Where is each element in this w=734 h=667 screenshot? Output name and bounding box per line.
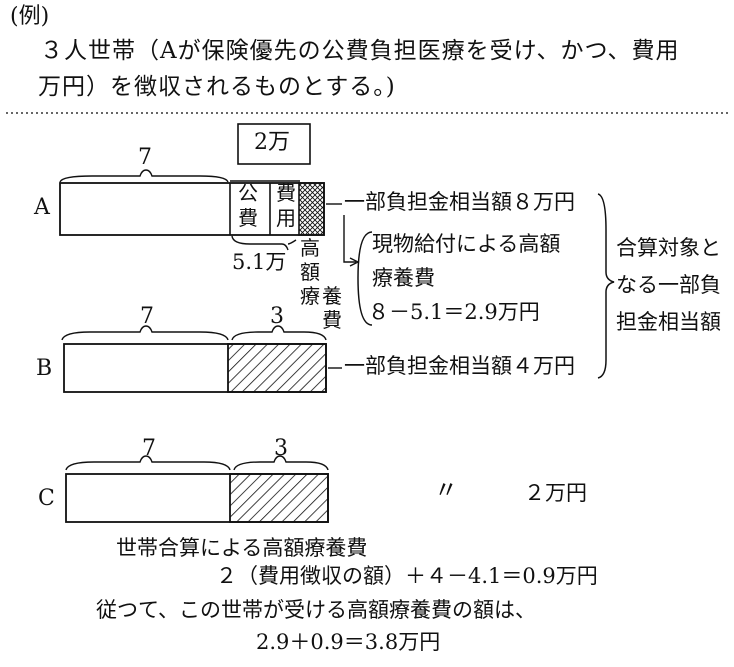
row-a-label: A xyxy=(34,195,50,220)
bracket-line-1: 現物給付による高額 xyxy=(372,232,561,256)
koga-char-3: 療 xyxy=(300,284,320,308)
side-label-2: なる一部負 xyxy=(616,273,721,297)
row-a-seven: 7 xyxy=(138,145,152,170)
box-2man xyxy=(237,123,311,165)
row-a-amount: 一部負担金相当額８万円 xyxy=(344,190,575,214)
footer-line-3: 従つて、この世帯が受ける高額療養費の額は、 xyxy=(96,598,536,622)
row-c-amount: ２万円 xyxy=(524,481,587,505)
side-label-3: 担金相当額 xyxy=(616,310,721,334)
side-label-1: 合算対象と xyxy=(616,236,721,260)
paren-left xyxy=(357,231,373,326)
leader-a-bend xyxy=(343,215,356,263)
footer-line-4: 2.9＋0.9＝3.8万円 xyxy=(256,630,441,654)
row-c-three: 3 xyxy=(274,436,288,461)
koga-char-4: 養 xyxy=(322,284,342,308)
brace-c-right xyxy=(233,455,329,471)
box-2man-text: 2万 xyxy=(254,130,290,155)
intro-line-2: 万円）を徴収されるものとする。) xyxy=(38,74,396,100)
hatched-segment-b xyxy=(227,343,327,393)
example-label: (例) xyxy=(10,4,50,29)
brace-a-top xyxy=(59,169,229,183)
dim-51man: 5.1万 xyxy=(232,250,287,274)
intro-line-1: ３人世帯（Aが保険優先の公費負担医療を受け、かつ、費用 xyxy=(40,38,680,64)
footer-line-2: ２（費用徴収の額）＋４－4.1＝0.9万円 xyxy=(216,564,598,588)
koga-char-1: 高 xyxy=(300,236,320,260)
seg-hi-top: 費 xyxy=(276,181,296,205)
row-b-amount: 一部負担金相当額４万円 xyxy=(344,354,575,378)
crosshatch-segment xyxy=(298,182,325,236)
row-b-label: B xyxy=(36,356,53,381)
side-brace xyxy=(597,193,615,379)
bracket-line-3: ８－5.1＝2.9万円 xyxy=(368,300,540,324)
row-c-label: C xyxy=(38,486,55,511)
hatched-segment-c xyxy=(229,473,329,523)
row-b-three: 3 xyxy=(270,304,284,329)
koga-char-2: 額 xyxy=(300,260,320,284)
footer-line-1: 世帯合算による高額療養費 xyxy=(116,536,368,560)
brace-b-left xyxy=(61,325,229,341)
row-b-seven: 7 xyxy=(140,304,154,329)
row-c-seven: 7 xyxy=(142,436,156,461)
seg-kou-top: 公 xyxy=(238,181,258,205)
koga-char-5: 費 xyxy=(322,308,342,332)
brace-b-right xyxy=(231,325,327,341)
brace-a-bottom xyxy=(231,235,297,251)
ditto-mark: 〃 xyxy=(434,476,458,504)
seg-kou-bottom: 費 xyxy=(238,206,258,230)
bar-a xyxy=(59,182,325,236)
seg-hi-bottom: 用 xyxy=(276,206,296,230)
bracket-line-2: 療養費 xyxy=(372,266,435,290)
brace-c-left xyxy=(65,455,231,471)
